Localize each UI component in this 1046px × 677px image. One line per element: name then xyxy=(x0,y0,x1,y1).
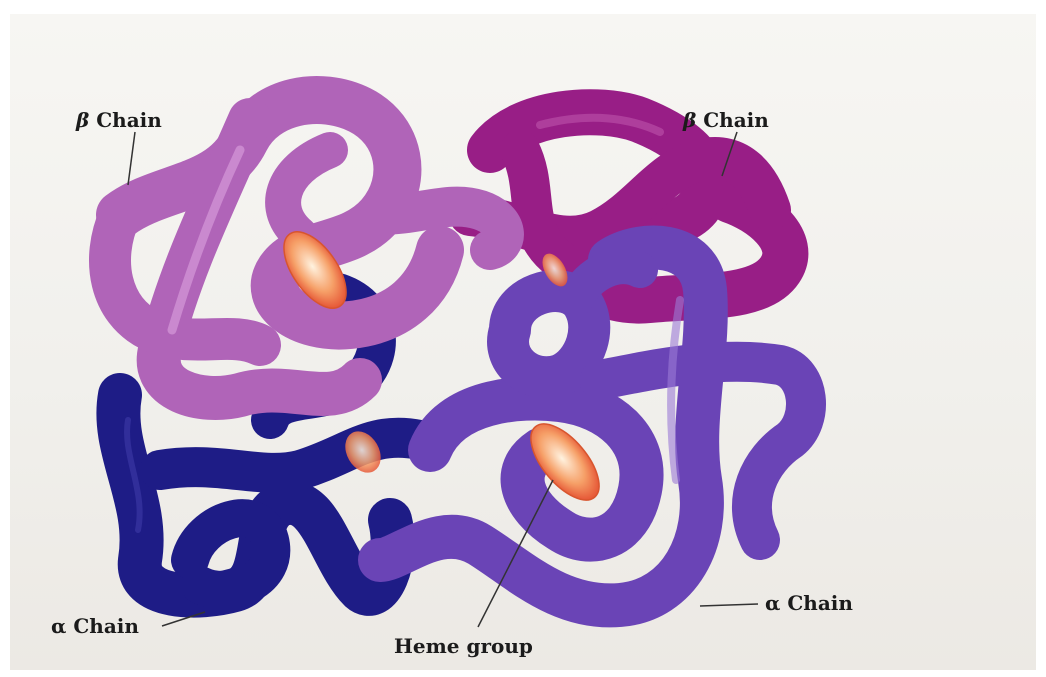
alpha-chain-label-right: α Chain xyxy=(765,591,853,615)
heme-group-label: Heme group xyxy=(394,634,533,658)
beta-chain-label-left: β Chain xyxy=(76,108,162,132)
leader-beta-left xyxy=(128,132,135,185)
beta-chain-label-right: β Chain xyxy=(683,108,769,132)
leader-alpha-right xyxy=(700,604,758,606)
alpha-chain-label-left: α Chain xyxy=(51,614,139,638)
